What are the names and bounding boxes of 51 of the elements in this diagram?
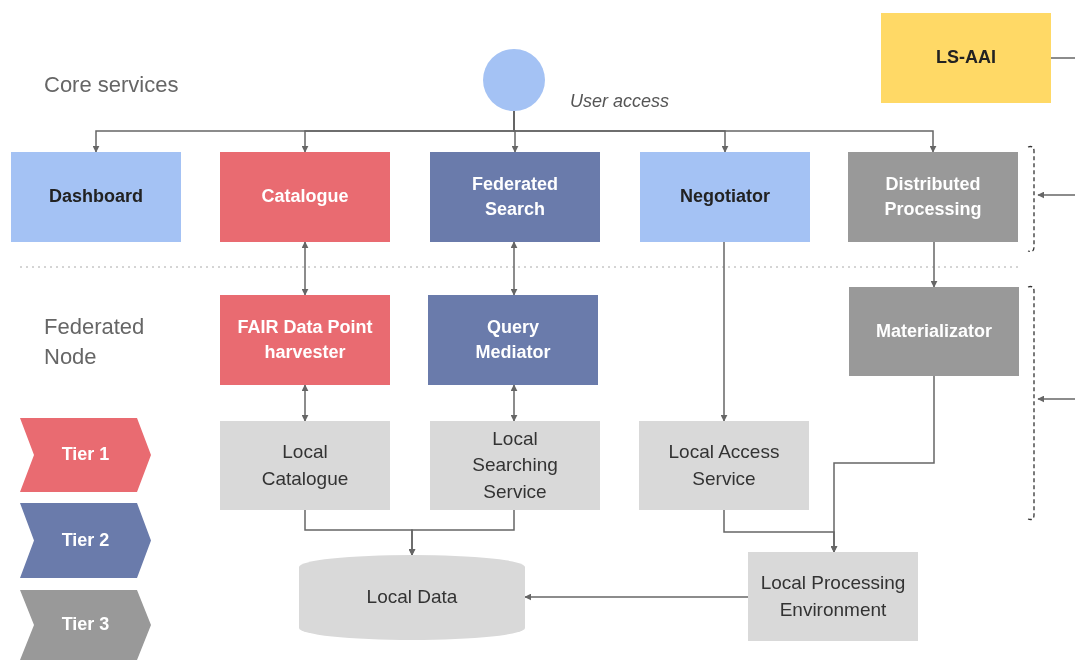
box-label: Negotiator (679, 185, 771, 209)
service-box (848, 152, 1018, 242)
connector-arrow (1037, 191, 1075, 199)
service-box (640, 152, 810, 242)
box-label: Distributed Processing (883, 172, 983, 221)
connector-arrow (720, 241, 728, 422)
box-label: FAIR Data Point harvester (236, 315, 374, 364)
service-box (430, 152, 600, 242)
service-box (748, 552, 918, 641)
section-label: Core services (44, 71, 180, 99)
connector-arrow (930, 241, 938, 288)
service-box (220, 295, 390, 385)
node-caption: User access (570, 91, 670, 112)
service-box (639, 421, 809, 510)
connector-arrow (1037, 395, 1075, 403)
user-access-circle (483, 49, 545, 111)
service-box (428, 295, 598, 385)
dashed-bracket (1028, 145, 1038, 253)
box-label: Federated Search (471, 172, 559, 221)
connector-arrow (510, 241, 518, 296)
box-label: Local Processing Environment (759, 570, 907, 622)
box-label: Local Access Service (667, 439, 781, 491)
box-label: LS-AAI (935, 46, 997, 70)
box-label: Catalogue (260, 185, 350, 209)
connector-arrow (301, 384, 309, 422)
service-box (430, 421, 600, 510)
tier-tag (20, 590, 151, 660)
service-box (881, 13, 1051, 103)
box-label: Local Searching Service (471, 426, 559, 504)
connector-arrow (524, 593, 749, 601)
box-label: Local Catalogue (260, 439, 350, 491)
box-label: Tier 2 (60, 528, 111, 552)
connector-arrow (408, 509, 515, 556)
box-label: Materializator (874, 319, 993, 343)
connector-arrow (301, 241, 309, 296)
service-box (849, 287, 1019, 376)
service-box (220, 421, 390, 510)
box-label: Query Mediator (474, 315, 552, 364)
connector-arrow (830, 375, 935, 553)
tier-tag (20, 418, 151, 492)
tier-tag (20, 503, 151, 578)
section-label: Federated Node (44, 313, 146, 371)
dashed-bracket (1028, 285, 1038, 521)
box-label: Local Data (365, 585, 459, 610)
box-label: Tier 1 (60, 443, 111, 467)
box-label: Tier 3 (60, 613, 111, 637)
database-cylinder (299, 555, 525, 640)
service-box (11, 152, 181, 242)
box-label: Dashboard (48, 185, 144, 209)
connector-arrow (510, 384, 518, 422)
service-box (220, 152, 390, 242)
